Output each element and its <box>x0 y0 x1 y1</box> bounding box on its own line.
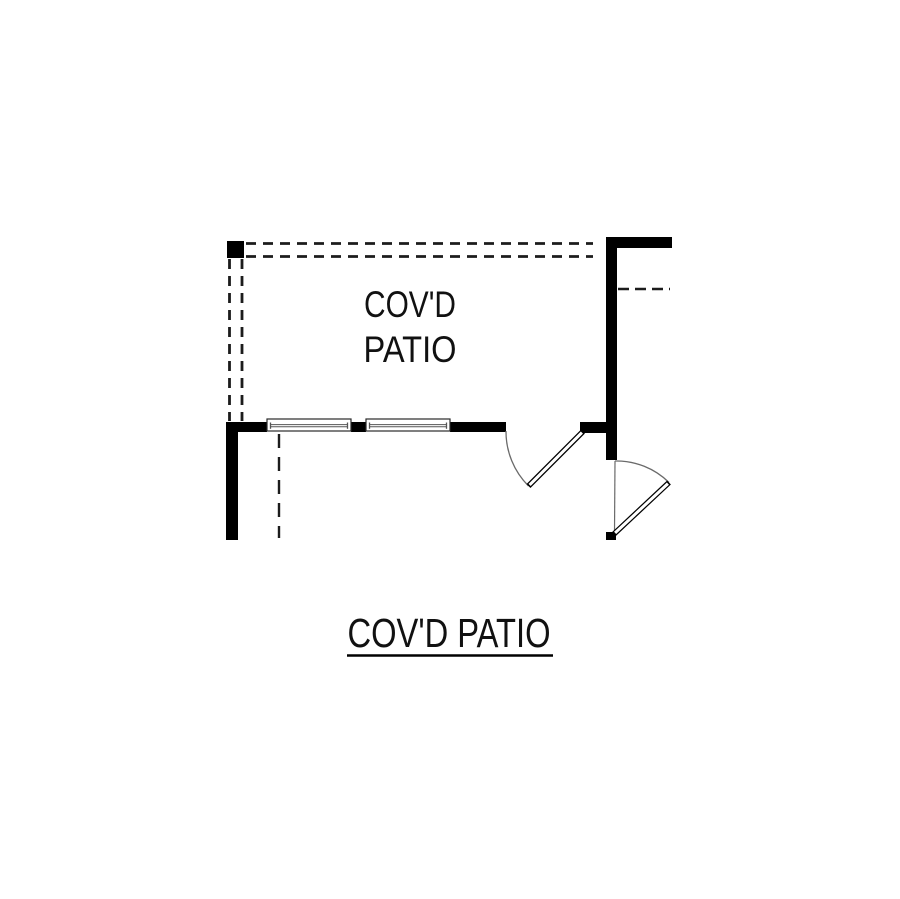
room-label-line1: COV'D <box>364 284 456 325</box>
exterior-door-closed-line <box>613 460 616 533</box>
room-label: COV'D PATIO <box>364 284 457 370</box>
roof-outline-dashed <box>228 242 593 421</box>
bottom-wall-mid-segment <box>351 422 366 432</box>
plan-title: COV'D PATIO <box>348 610 551 656</box>
bottom-wall-left-segment <box>226 422 267 432</box>
patio-door-swing-arc <box>505 430 529 487</box>
plan-title-block: COV'D PATIO <box>347 610 553 657</box>
bottom-wall-right-segment <box>450 422 506 432</box>
right-wall <box>606 237 617 460</box>
exterior-door-swing-arc <box>614 460 670 483</box>
patio-door-leaf-face <box>528 431 583 486</box>
exterior-door-sill-stub <box>606 532 616 540</box>
windows <box>266 418 451 432</box>
exterior-door-leaf-face <box>614 482 669 534</box>
patio-door <box>505 429 585 488</box>
walls <box>226 237 672 540</box>
top-right-wall <box>606 237 672 248</box>
exterior-door <box>612 460 671 537</box>
left-wall <box>226 422 238 540</box>
room-label-line2: PATIO <box>364 329 457 370</box>
door-jamb-wall-stub <box>580 422 606 433</box>
corner-column-post <box>227 241 244 258</box>
